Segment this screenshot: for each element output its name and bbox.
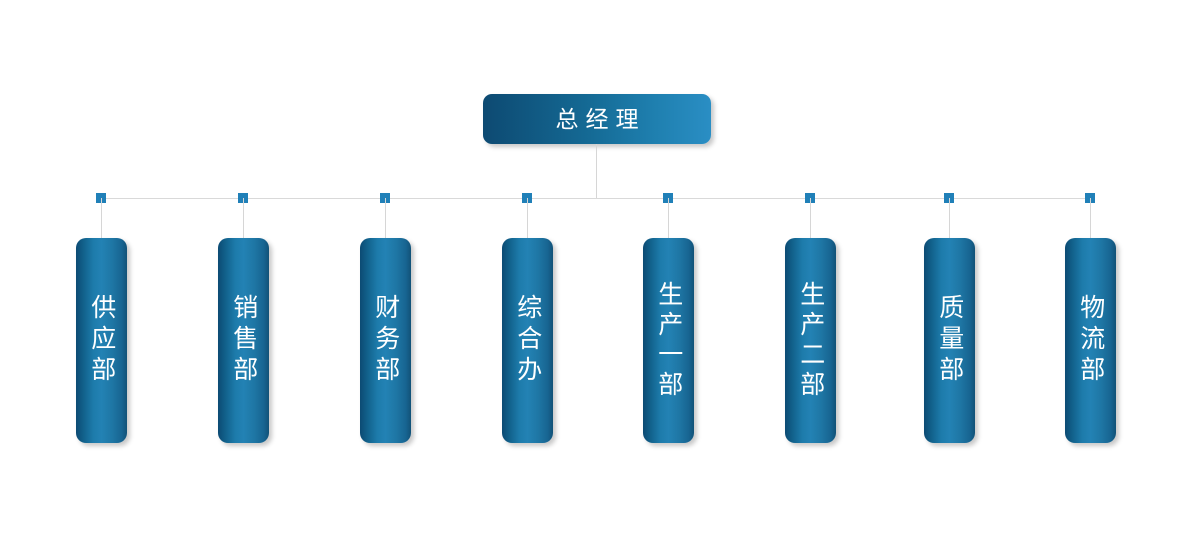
org-node-department-3-label: 财务部 xyxy=(371,294,400,387)
org-node-department-8-label: 物流部 xyxy=(1076,294,1105,387)
org-node-department-5-label: 生产一部 xyxy=(654,280,683,401)
connector-drop-line-6 xyxy=(810,198,811,238)
org-node-department-1[interactable]: 供应部 xyxy=(76,238,127,443)
org-node-department-2[interactable]: 销售部 xyxy=(218,238,269,443)
connector-drop-line-4 xyxy=(527,198,528,238)
connector-drop-line-2 xyxy=(243,198,244,238)
org-node-department-6[interactable]: 生产二部 xyxy=(785,238,836,443)
org-node-department-7[interactable]: 质量部 xyxy=(924,238,975,443)
org-node-department-6-label: 生产二部 xyxy=(796,280,825,401)
connector-bus-line xyxy=(96,198,1090,199)
org-node-department-4[interactable]: 综合办 xyxy=(502,238,553,443)
connector-drop-line-1 xyxy=(101,198,102,238)
org-node-root-label: 总经理 xyxy=(555,105,646,132)
org-node-department-4-label: 综合办 xyxy=(513,294,542,387)
connector-drop-line-3 xyxy=(385,198,386,238)
org-node-root[interactable]: 总经理 xyxy=(483,94,711,144)
connector-drop-line-7 xyxy=(949,198,950,238)
connector-trunk-line xyxy=(596,144,597,198)
org-node-department-3[interactable]: 财务部 xyxy=(360,238,411,443)
org-node-department-2-label: 销售部 xyxy=(229,294,258,387)
org-node-department-7-label: 质量部 xyxy=(935,294,964,387)
connector-drop-line-5 xyxy=(668,198,669,238)
connector-drop-line-8 xyxy=(1090,198,1091,238)
org-node-department-5[interactable]: 生产一部 xyxy=(643,238,694,443)
org-node-department-8[interactable]: 物流部 xyxy=(1065,238,1116,443)
org-node-department-1-label: 供应部 xyxy=(87,294,116,387)
